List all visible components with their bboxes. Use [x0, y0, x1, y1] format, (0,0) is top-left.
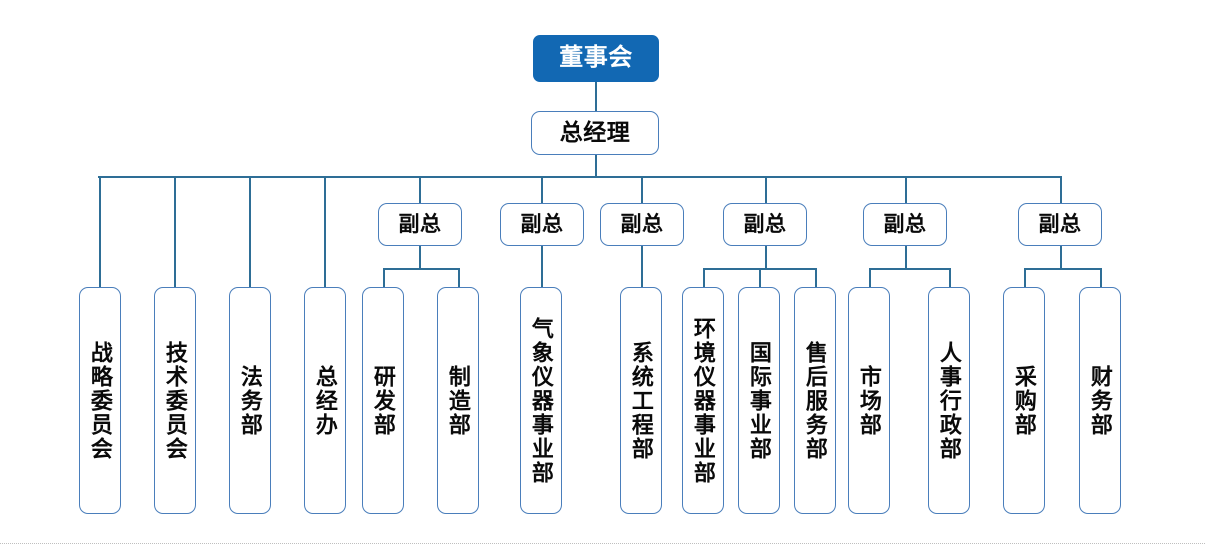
node-dept-legal[interactable]: 法务部 [229, 287, 271, 514]
node-dept-strategy-committee-label: 战略委员会 [87, 340, 113, 461]
node-dept-procurement[interactable]: 采购部 [1003, 287, 1045, 514]
connector-vp5-to-dept-13 [949, 268, 951, 287]
node-dept-after-sales-service-label: 售后服务部 [802, 340, 828, 461]
drop-bus-to-vp6 [1060, 176, 1062, 203]
node-vp-5[interactable]: 副总 [863, 203, 947, 246]
node-vp-4[interactable]: 副总 [723, 203, 807, 246]
node-dept-hr-admin-label: 人事行政部 [936, 340, 962, 461]
drop-bus-to-dept-03 [249, 176, 251, 287]
connector-vp4-to-dept-11 [815, 268, 817, 287]
drop-bus-to-vp2 [541, 176, 543, 203]
node-vp-2-label: 副总 [520, 212, 564, 237]
node-vp-1[interactable]: 副总 [378, 203, 462, 246]
node-general-manager-label: 总经理 [559, 120, 631, 146]
node-dept-marketing[interactable]: 市场部 [848, 287, 890, 514]
connector-vp1-stem [419, 246, 421, 268]
page-bottom-divider [0, 543, 1205, 544]
drop-bus-to-dept-04 [324, 176, 326, 287]
node-dept-after-sales-service[interactable]: 售后服务部 [794, 287, 836, 514]
node-dept-international[interactable]: 国际事业部 [738, 287, 780, 514]
connector-vp5-bus [869, 268, 949, 270]
main-bus-line [98, 176, 1061, 178]
connector-vp1-bus [383, 268, 458, 270]
node-dept-technology-committee-label: 技术委员会 [162, 340, 188, 461]
node-dept-technology-committee[interactable]: 技术委员会 [154, 287, 196, 514]
connector-vp6-stem [1060, 246, 1062, 268]
node-dept-hr-admin[interactable]: 人事行政部 [928, 287, 970, 514]
node-board-label: 董事会 [559, 45, 633, 72]
node-dept-gm-office-label: 总经办 [312, 364, 338, 437]
node-dept-procurement-label: 采购部 [1011, 364, 1037, 437]
node-dept-environmental-instruments[interactable]: 环境仪器事业部 [682, 287, 724, 514]
connector-vp2-to-dept-07 [541, 246, 543, 287]
connector-vp1-to-dept-06 [458, 268, 460, 287]
node-dept-meteorological-instruments[interactable]: 气象仪器事业部 [520, 287, 562, 514]
node-general-manager[interactable]: 总经理 [531, 111, 659, 155]
connector-vp6-to-dept-15 [1100, 268, 1102, 287]
node-dept-international-label: 国际事业部 [746, 340, 772, 461]
drop-bus-to-dept-01 [99, 176, 101, 287]
node-dept-strategy-committee[interactable]: 战略委员会 [79, 287, 121, 514]
connector-vp4-to-dept-09 [703, 268, 705, 287]
node-dept-systems-engineering[interactable]: 系统工程部 [620, 287, 662, 514]
connector-gm-to-bus [595, 155, 597, 176]
node-vp-6[interactable]: 副总 [1018, 203, 1102, 246]
drop-bus-to-vp4 [765, 176, 767, 203]
connector-vp4-to-dept-10 [759, 268, 761, 287]
node-dept-manufacturing-label: 制造部 [445, 364, 471, 437]
node-dept-finance[interactable]: 财务部 [1079, 287, 1121, 514]
connector-board-to-gm [595, 82, 597, 111]
drop-bus-to-dept-02 [174, 176, 176, 287]
connector-vp3-to-dept-08 [641, 246, 643, 287]
drop-bus-to-vp3 [641, 176, 643, 203]
node-dept-rnd[interactable]: 研发部 [362, 287, 404, 514]
node-dept-manufacturing[interactable]: 制造部 [437, 287, 479, 514]
node-dept-systems-engineering-label: 系统工程部 [628, 340, 654, 461]
node-vp-2[interactable]: 副总 [500, 203, 584, 246]
node-vp-5-label: 副总 [883, 212, 927, 237]
node-dept-legal-label: 法务部 [237, 364, 263, 437]
node-vp-1-label: 副总 [398, 212, 442, 237]
node-dept-meteorological-instruments-label: 气象仪器事业部 [528, 316, 554, 485]
connector-vp4-stem [765, 246, 767, 268]
node-dept-finance-label: 财务部 [1087, 364, 1113, 437]
node-dept-marketing-label: 市场部 [856, 364, 882, 437]
connector-vp6-bus [1024, 268, 1100, 270]
node-dept-rnd-label: 研发部 [370, 364, 396, 437]
connector-vp5-to-dept-12 [869, 268, 871, 287]
node-vp-4-label: 副总 [743, 212, 787, 237]
drop-bus-to-vp1 [419, 176, 421, 203]
connector-vp5-stem [905, 246, 907, 268]
node-vp-3-label: 副总 [620, 212, 664, 237]
node-dept-gm-office[interactable]: 总经办 [304, 287, 346, 514]
node-board[interactable]: 董事会 [533, 35, 659, 82]
node-dept-environmental-instruments-label: 环境仪器事业部 [690, 316, 716, 485]
connector-vp6-to-dept-14 [1024, 268, 1026, 287]
connector-vp1-to-dept-05 [383, 268, 385, 287]
drop-bus-to-vp5 [905, 176, 907, 203]
node-vp-3[interactable]: 副总 [600, 203, 684, 246]
node-vp-6-label: 副总 [1038, 212, 1082, 237]
